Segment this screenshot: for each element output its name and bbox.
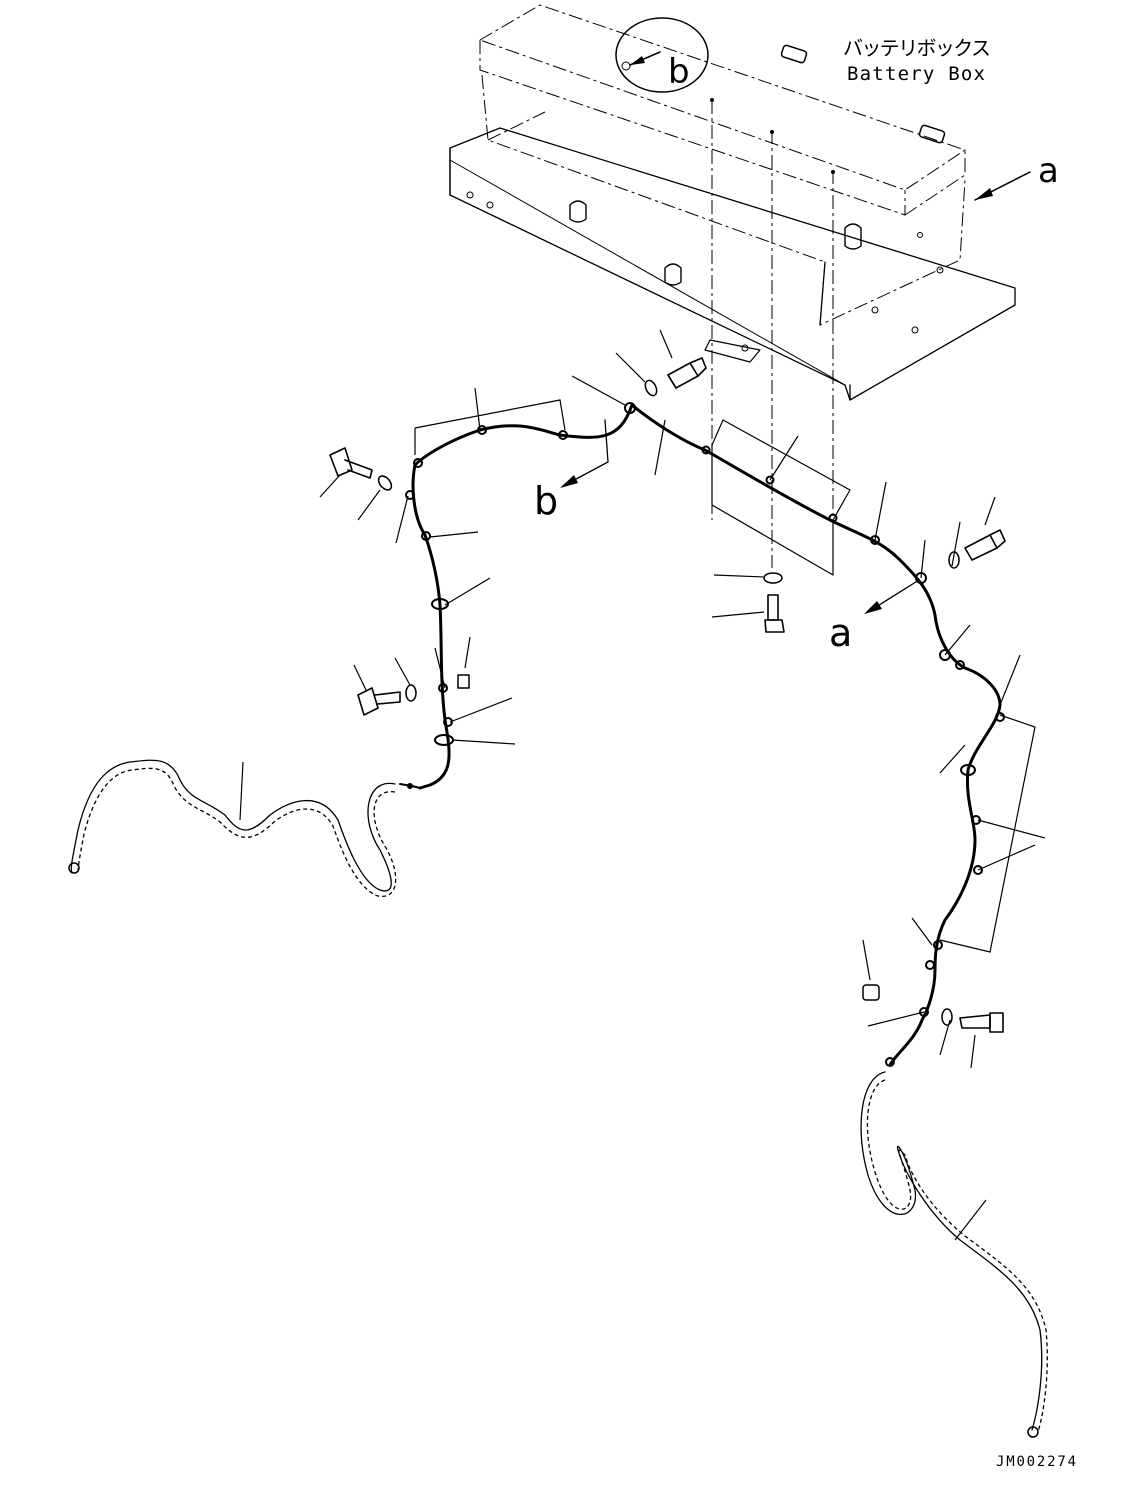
- view-a-marker-top: a: [974, 151, 1059, 201]
- bolt-right-upper: [948, 529, 1006, 569]
- view-a-arrow: a: [829, 579, 920, 655]
- battery-box-label-jp: バッテリボックス: [843, 36, 991, 60]
- bolt-middle-left: [357, 684, 417, 716]
- battery-box: [449, 4, 1016, 401]
- view-b-detail-marker: b: [615, 17, 709, 93]
- drawing-code: JM002274: [996, 1454, 1076, 1470]
- leader-lines: [239, 329, 1046, 1241]
- bolt-upper-left: [329, 447, 393, 491]
- bolt-center-vertical: [763, 572, 785, 633]
- battery-box-label-en: Battery Box: [847, 63, 985, 85]
- wire-harness: [399, 402, 1005, 1067]
- view-b-arrow: b: [534, 419, 609, 523]
- cover-plate: [711, 419, 851, 576]
- view-b-label-detail: b: [668, 52, 690, 92]
- view-a-label-top: a: [1038, 151, 1059, 191]
- view-a-label-arrow: a: [829, 611, 852, 655]
- extension-cable-left: [68, 759, 397, 897]
- view-b-label-arrow: b: [534, 479, 558, 523]
- bolt-upper-center: [644, 357, 707, 397]
- battery-box-label: バッテリボックス Battery Box: [843, 36, 991, 85]
- extension-cable-right: [860, 1071, 1048, 1438]
- bolt-right-lower: [941, 1008, 1004, 1033]
